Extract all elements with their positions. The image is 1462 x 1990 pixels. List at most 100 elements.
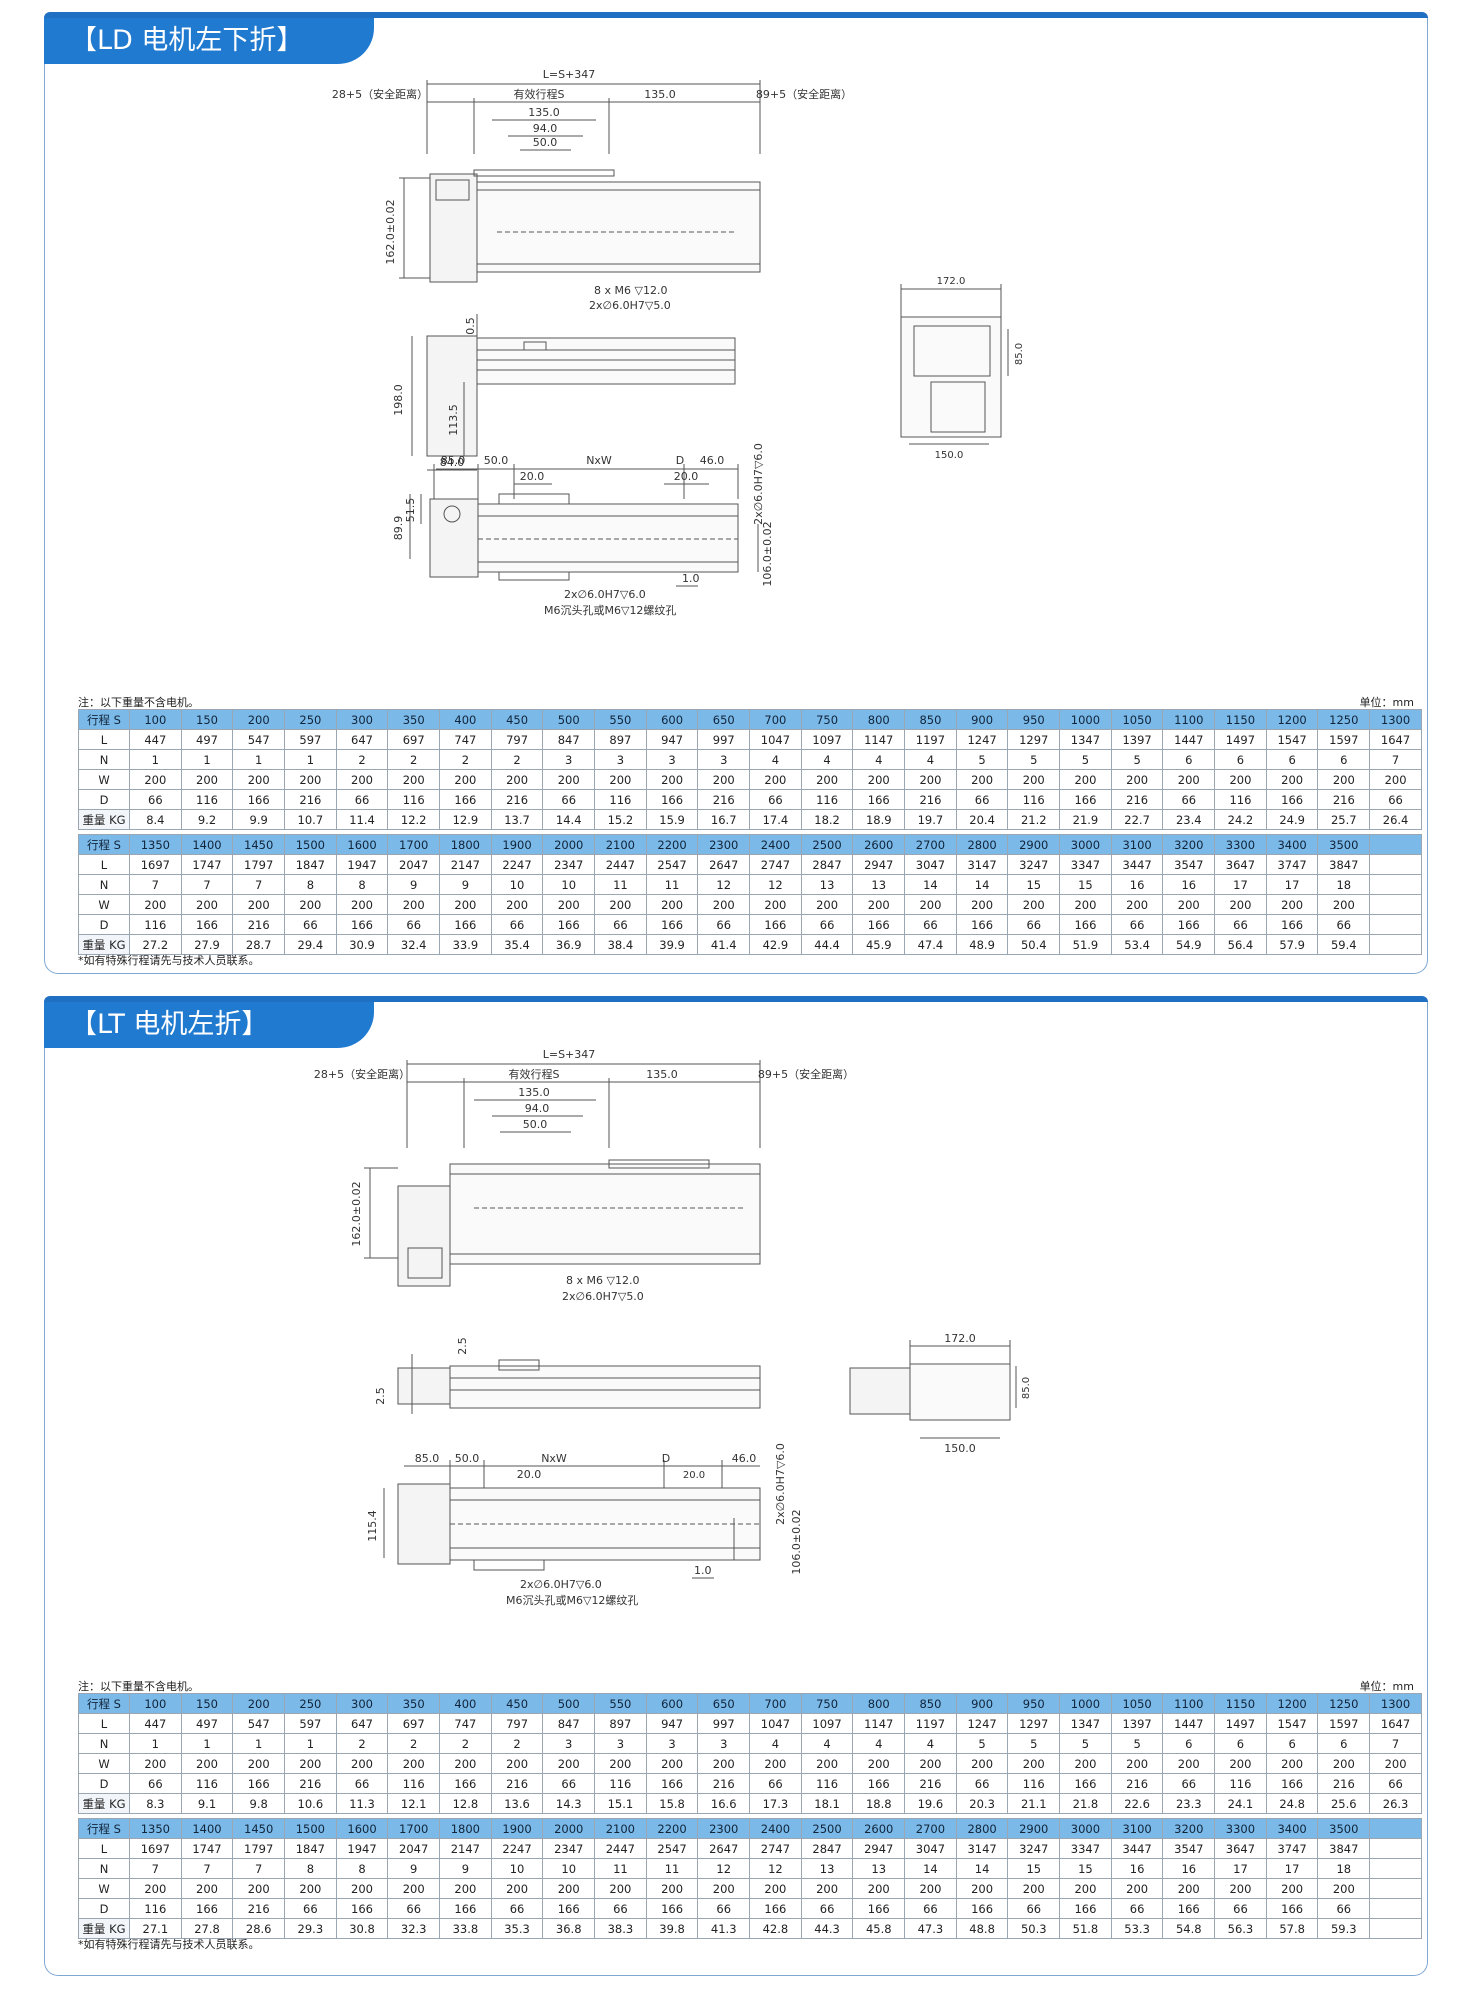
section-lt: 【LT 电机左折】	[44, 996, 1428, 1976]
table-cell: 18.2	[800, 809, 854, 830]
table-cell: 1847	[284, 854, 337, 875]
table-cell: 6	[1265, 1733, 1319, 1754]
table-cell: 200	[800, 894, 854, 915]
stroke-cell: 3000	[1059, 1818, 1112, 1839]
table-cell: 200	[439, 1878, 492, 1899]
row-label: N	[78, 874, 130, 895]
table-cell: 1797	[232, 854, 286, 875]
table-cell: 33.8	[439, 1918, 492, 1939]
table-cell: 216	[232, 1898, 286, 1919]
table-cell: 5	[1110, 1733, 1164, 1754]
table-cell: 116	[1214, 1773, 1267, 1794]
table-cell: 2	[439, 749, 492, 770]
table-cell: 51.8	[1059, 1918, 1112, 1939]
table-cell: 27.1	[129, 1918, 182, 1939]
table-cell: 847	[542, 1713, 596, 1734]
table-cell: 200	[335, 1878, 389, 1899]
table-cell: 216	[1110, 1773, 1164, 1794]
table-cell: 11	[645, 874, 699, 895]
dim-94: 94.0	[533, 122, 558, 135]
table-cell: 24.1	[1214, 1793, 1267, 1814]
table-cell: 166	[1059, 1773, 1112, 1794]
table-cell: 57.9	[1265, 934, 1319, 955]
table-cell: 216	[697, 789, 751, 810]
stroke-cell: 350	[387, 1693, 441, 1714]
table-cell: 18	[1317, 1858, 1371, 1879]
table-cell: 12.2	[387, 809, 441, 830]
table-cell: 66	[800, 914, 854, 935]
table-cell	[1369, 1838, 1422, 1859]
table-cell: 200	[1162, 769, 1216, 790]
table-cell: 200	[232, 1878, 286, 1899]
stroke-cell	[1369, 834, 1422, 855]
table-cell: 200	[1007, 894, 1061, 915]
table-cell: 166	[1265, 1773, 1319, 1794]
stroke-cell: 3200	[1162, 1818, 1216, 1839]
table-cell: 22.7	[1110, 809, 1164, 830]
table-cell: 1	[232, 749, 286, 770]
table-cell: 14	[904, 1858, 957, 1879]
table-cell: 27.9	[180, 934, 234, 955]
table-cell: 447	[129, 729, 182, 750]
table-cell: 200	[1214, 894, 1267, 915]
table-cell: 200	[594, 1878, 647, 1899]
table-cell: 42.8	[749, 1918, 802, 1939]
table-cell: 200	[1317, 769, 1371, 790]
table-cell: 116	[180, 789, 234, 810]
dim-safe-right: 89+5（安全距离）	[758, 1067, 854, 1081]
table-cell: 5	[955, 1733, 1009, 1754]
table-cell: 200	[645, 894, 699, 915]
table-cell: 200	[439, 894, 492, 915]
stroke-cell: 2200	[645, 834, 699, 855]
table-cell: 3547	[1162, 854, 1216, 875]
stroke-cell: 450	[490, 709, 544, 730]
row-label: 行程 S	[78, 1818, 130, 1839]
stroke-cell: 1600	[335, 1818, 389, 1839]
table-cell: 200	[1007, 769, 1061, 790]
table-cell: 66	[284, 914, 337, 935]
table-cell: 166	[955, 1898, 1009, 1919]
table-cell: 41.3	[697, 1918, 751, 1939]
stroke-cell: 2000	[542, 834, 596, 855]
table-cell: 4	[800, 749, 854, 770]
table-cell: 200	[594, 1753, 647, 1774]
stroke-cell: 2400	[749, 834, 802, 855]
table-cell: 200	[645, 1878, 699, 1899]
table-cell: 13.7	[490, 809, 544, 830]
dim-pin-bottom: 2x∅6.0H7▽6.0	[564, 588, 646, 601]
table-cell: 947	[645, 729, 699, 750]
table-cell: 66	[800, 1898, 854, 1919]
table-cell: 200	[439, 769, 492, 790]
table-cell: 14	[955, 1858, 1009, 1879]
stroke-cell: 1800	[439, 1818, 492, 1839]
table-cell: 53.3	[1110, 1918, 1164, 1939]
table-cell: 3747	[1265, 1838, 1319, 1859]
stroke-cell: 1500	[284, 1818, 337, 1839]
table-cell: 200	[1059, 769, 1112, 790]
table-cell: 216	[904, 1773, 957, 1794]
table-cell: 9	[439, 874, 492, 895]
table-cell: 38.3	[594, 1918, 647, 1939]
stroke-cell: 100	[129, 709, 182, 730]
table-cell: 12	[697, 1858, 751, 1879]
stroke-cell: 1500	[284, 834, 337, 855]
dim-m6-hole: M6沉头孔或M6▽12螺纹孔	[544, 603, 676, 617]
row-label: D	[78, 914, 130, 935]
table-cell: 200	[180, 769, 234, 790]
table-cell: 116	[129, 1898, 182, 1919]
table-cell: 216	[1317, 789, 1371, 810]
table-cell: 847	[542, 729, 596, 750]
table-cell: 200	[490, 1878, 544, 1899]
table-cell: 7	[129, 874, 182, 895]
table-cell: 2947	[852, 1838, 906, 1859]
table-cell: 27.8	[180, 1918, 234, 1939]
table-cell: 166	[1265, 914, 1319, 935]
table-cell: 200	[1110, 1878, 1164, 1899]
table-cell: 166	[852, 1773, 906, 1794]
table-cell: 11	[594, 874, 647, 895]
dim-nxw: NxW	[586, 454, 612, 467]
dim-d: D	[676, 454, 684, 467]
